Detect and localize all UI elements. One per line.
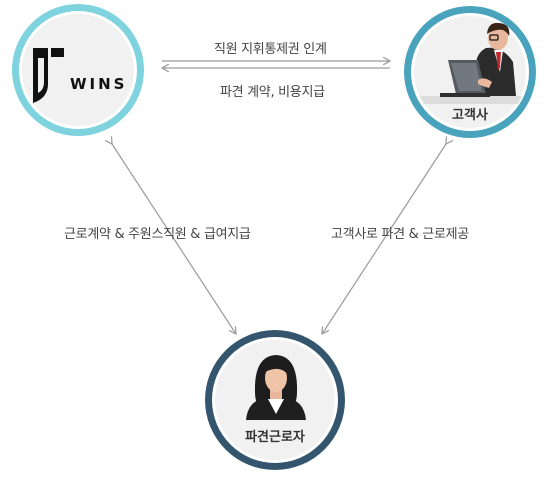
worker-caption: 파견근로자 <box>245 429 305 445</box>
wins-node: WINS <box>12 4 144 136</box>
client-caption: 고객사 <box>452 107 488 123</box>
edge-label-wins-to-client: 직원 지휘통제권 인계 <box>214 42 327 57</box>
wins-logo-icon: WINS <box>33 48 127 103</box>
edge-label-wins-to-worker: 근로계약 & 주원스직원 & 급여지급 <box>64 227 251 242</box>
edge-label-client-to-worker: 고객사로 파견 & 근로제공 <box>331 227 469 242</box>
arrow-wins-worker <box>112 144 236 334</box>
arrow-client-worker <box>322 144 446 334</box>
wins-logo-text: WINS <box>70 75 127 93</box>
business-woman-icon <box>246 355 306 420</box>
worker-node: 파견근로자 <box>205 330 345 470</box>
edge-label-client-to-wins: 파견 계약, 비용지급 <box>220 85 325 100</box>
client-node: 고객사 <box>404 6 536 138</box>
office-man-at-laptop-icon <box>420 22 522 104</box>
